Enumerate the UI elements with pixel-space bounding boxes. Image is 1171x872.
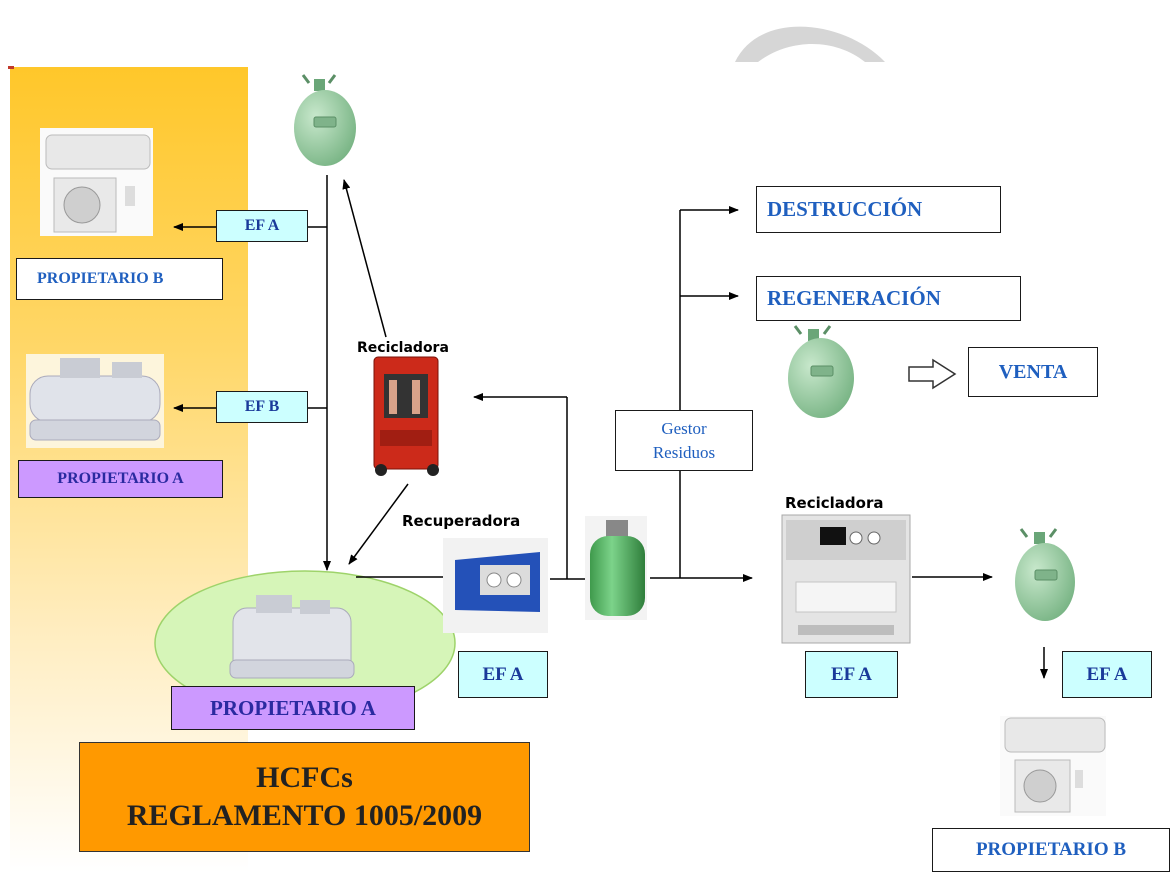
refrigerant-cylinder-right bbox=[1015, 528, 1075, 621]
propietario-b-label-right: PROPIETARIO B bbox=[932, 828, 1170, 872]
recuperadora-label: Recuperadora bbox=[402, 512, 521, 530]
ef-b-label-left: EF B bbox=[216, 391, 308, 423]
recicladora-label-left: Recicladora bbox=[357, 340, 449, 356]
decorative-swoosh bbox=[735, 26, 885, 62]
recycler-machine-left bbox=[373, 356, 439, 476]
recicladora-label-right: Recicladora bbox=[785, 494, 884, 512]
recovery-machine bbox=[443, 538, 548, 633]
refrigerant-cylinder-top bbox=[294, 74, 356, 166]
ef-a-label-center: EF A bbox=[458, 651, 548, 698]
ef-a-label-cylinder: EF A bbox=[1062, 651, 1152, 698]
destruccion-box: DESTRUCCIÓN bbox=[756, 186, 1001, 233]
gestor-residuos-box: Gestor Residuos bbox=[615, 410, 753, 471]
ef-a-label-left: EF A bbox=[216, 210, 308, 242]
corner-mark bbox=[8, 66, 14, 69]
split-ac-unit-left bbox=[40, 128, 153, 236]
gestor-line-1: Gestor bbox=[661, 418, 707, 438]
chiller-unit-left bbox=[26, 354, 164, 448]
recycler-machine-right bbox=[781, 514, 911, 644]
title-line-1: HCFCs bbox=[256, 761, 353, 794]
chiller-unit-center bbox=[229, 595, 355, 679]
regeneracion-box: REGENERACIÓN bbox=[756, 276, 1021, 321]
hcfc-title-box: HCFCs REGLAMENTO 1005/2009 bbox=[79, 742, 530, 852]
venta-box: VENTA bbox=[968, 347, 1098, 397]
propietario-b-label-left: PROPIETARIO B bbox=[16, 258, 223, 300]
gestor-line-2: Residuos bbox=[652, 442, 716, 462]
title-line-2: REGLAMENTO 1005/2009 bbox=[126, 799, 483, 832]
refrigerant-cylinder-venta bbox=[788, 325, 854, 418]
ef-a-label-machine: EF A bbox=[805, 651, 898, 698]
hollow-arrow-icon bbox=[908, 358, 957, 390]
propietario-a-label-left: PROPIETARIO A bbox=[18, 460, 223, 498]
split-ac-unit-right bbox=[1000, 716, 1106, 816]
propietario-a-label-center: PROPIETARIO A bbox=[171, 686, 415, 730]
recovery-cylinder bbox=[585, 516, 647, 620]
